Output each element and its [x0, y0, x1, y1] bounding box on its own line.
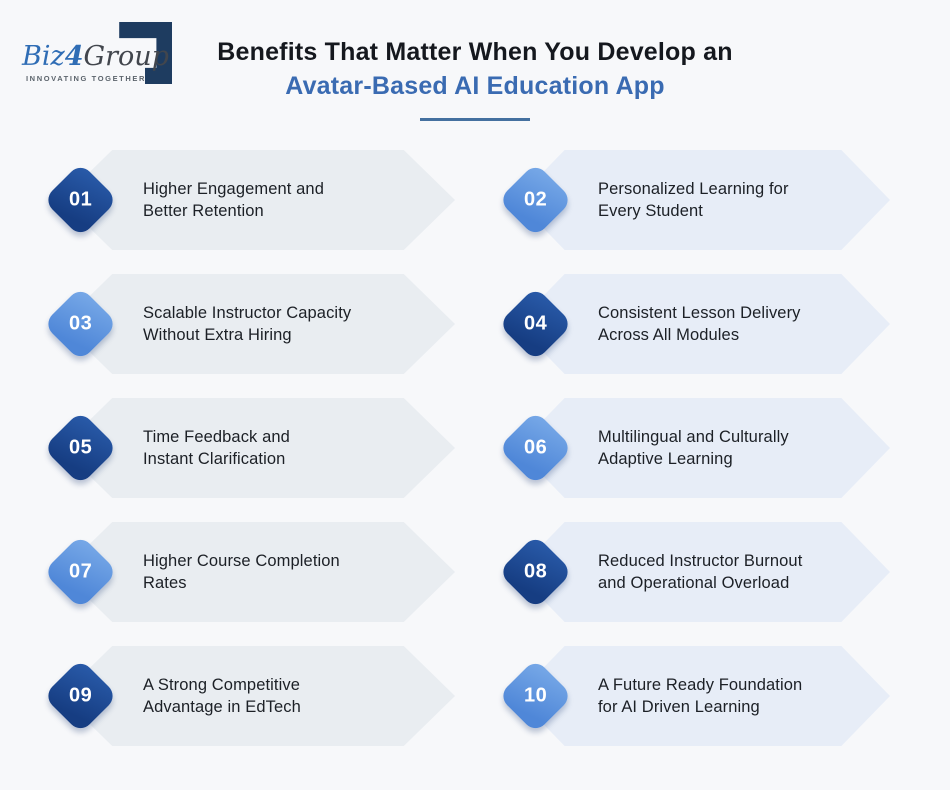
biz4group-logo: Biz4Group INNOVATING TOGETHER [22, 18, 172, 86]
benefit-label: Higher Engagement and Better Retention [143, 178, 324, 222]
logo-brand-biz: Biz [22, 41, 65, 72]
benefit-label-line1: Scalable Instructor Capacity [143, 304, 352, 322]
page-title-line2: Avatar-Based AI Education App [285, 72, 665, 100]
number-badge-text: 02 [523, 188, 548, 211]
benefit-label-line1: Higher Engagement and [143, 180, 324, 198]
benefit-card: Scalable Instructor Capacity Without Ext… [61, 274, 455, 374]
number-badge-text: 09 [68, 684, 93, 707]
benefit-label: Time Feedback and Instant Clarification [143, 426, 290, 470]
benefit-label-line1: Consistent Lesson Delivery [598, 304, 801, 322]
benefit-label-line2: Adaptive Learning [598, 450, 733, 468]
benefit-label: Multilingual and Culturally Adaptive Lea… [598, 426, 789, 470]
benefit-label-line2: Without Extra Hiring [143, 326, 292, 344]
benefit-card: Multilingual and Culturally Adaptive Lea… [516, 398, 890, 498]
benefit-item: A Future Ready Foundation for AI Driven … [498, 646, 890, 746]
number-badge-text: 08 [523, 560, 548, 583]
logo-brand-group: Group [83, 41, 169, 72]
benefit-label: Scalable Instructor Capacity Without Ext… [143, 302, 351, 346]
number-badge-text: 04 [523, 312, 548, 335]
benefit-label: Reduced Instructor Burnout and Operation… [598, 550, 802, 594]
benefit-item: Higher Course Completion Rates 07 [43, 522, 455, 622]
benefit-label-line2: for AI Driven Learning [598, 698, 760, 716]
benefit-label-line2: Rates [143, 574, 187, 592]
benefit-label-line1: A Future Ready Foundation [598, 676, 803, 694]
number-badge-text: 01 [68, 188, 93, 211]
benefit-label-line1: A Strong Competitive [143, 676, 300, 694]
logo-bracket-icon [119, 22, 172, 84]
benefit-label-line2: Advantage in EdTech [143, 698, 301, 716]
benefit-label-line2: Every Student [598, 202, 703, 220]
number-badge-text: 07 [68, 560, 93, 583]
benefit-item: Scalable Instructor Capacity Without Ext… [43, 274, 455, 374]
benefit-label-line2: Across All Modules [598, 326, 740, 344]
benefit-card: Reduced Instructor Burnout and Operation… [516, 522, 890, 622]
benefit-label-line2: Instant Clarification [143, 450, 286, 468]
benefit-label: Higher Course Completion Rates [143, 550, 340, 594]
benefit-card: Consistent Lesson Delivery Across All Mo… [516, 274, 890, 374]
benefit-label: A Strong Competitive Advantage in EdTech [143, 674, 301, 718]
benefit-item: Reduced Instructor Burnout and Operation… [498, 522, 890, 622]
logo-tagline: INNOVATING TOGETHER [26, 74, 146, 83]
benefit-card: Personalized Learning for Every Student [516, 150, 890, 250]
benefit-card: Higher Engagement and Better Retention [61, 150, 455, 250]
benefit-label-line1: Personalized Learning for [598, 180, 789, 198]
benefit-item: Multilingual and Culturally Adaptive Lea… [498, 398, 890, 498]
benefit-item: Personalized Learning for Every Student … [498, 150, 890, 250]
benefit-item: Consistent Lesson Delivery Across All Mo… [498, 274, 890, 374]
benefit-card: A Strong Competitive Advantage in EdTech [61, 646, 455, 746]
benefit-label-line2: and Operational Overload [598, 574, 790, 592]
benefit-label: A Future Ready Foundation for AI Driven … [598, 674, 802, 718]
number-badge-text: 10 [523, 684, 548, 707]
logo-brand-4: 4 [64, 41, 84, 72]
benefits-grid: Higher Engagement and Better Retention 0… [43, 150, 890, 746]
page-title-line1: Benefits That Matter When You Develop an [217, 38, 733, 66]
benefit-item: A Strong Competitive Advantage in EdTech… [43, 646, 455, 746]
benefit-label-line1: Higher Course Completion [143, 552, 340, 570]
benefit-item: Time Feedback and Instant Clarification … [43, 398, 455, 498]
benefit-card: A Future Ready Foundation for AI Driven … [516, 646, 890, 746]
number-badge-text: 03 [68, 312, 93, 335]
number-badge-text: 06 [523, 436, 548, 459]
benefit-card: Higher Course Completion Rates [61, 522, 455, 622]
benefit-label-line2: Better Retention [143, 202, 264, 220]
benefit-label: Personalized Learning for Every Student [598, 178, 789, 222]
benefit-card: Time Feedback and Instant Clarification [61, 398, 455, 498]
title-underline [420, 118, 530, 121]
benefit-label-line1: Reduced Instructor Burnout [598, 552, 803, 570]
header: Benefits That Matter When You Develop an… [0, 38, 950, 121]
logo-brand-text: Biz4Group [22, 43, 169, 70]
benefit-label-line1: Multilingual and Culturally [598, 428, 789, 446]
benefit-label: Consistent Lesson Delivery Across All Mo… [598, 302, 801, 346]
benefit-label-line1: Time Feedback and [143, 428, 290, 446]
number-badge-text: 05 [68, 436, 93, 459]
benefit-item: Higher Engagement and Better Retention 0… [43, 150, 455, 250]
